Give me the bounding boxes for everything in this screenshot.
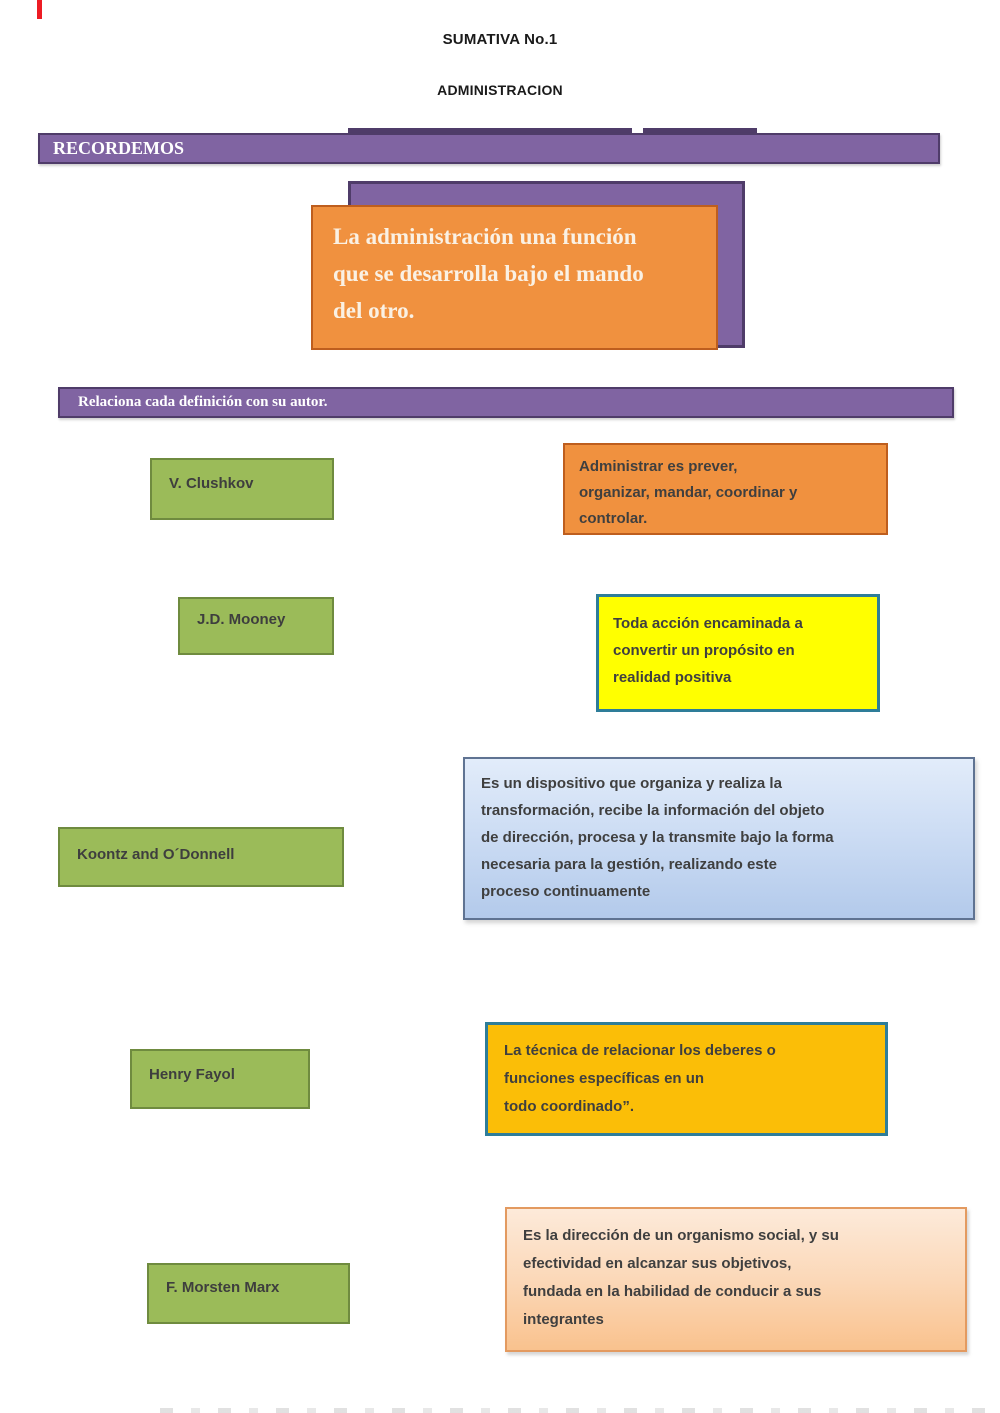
recordemos-banner: RECORDEMOS (38, 133, 940, 164)
page-title: SUMATIVA No.1 (442, 31, 558, 48)
author-label: F. Morsten Marx (166, 1279, 280, 1296)
instruction-banner: Relaciona cada definición con su autor. (58, 387, 954, 418)
instruction-label: Relaciona cada definición con su autor. (78, 394, 328, 410)
author-box-koontz-odonnell[interactable]: Koontz and O´Donnell (58, 827, 344, 887)
red-mark (37, 0, 42, 19)
author-label: Koontz and O´Donnell (77, 846, 235, 863)
quote-box: La administración una función que se des… (311, 205, 718, 350)
author-label: Henry Fayol (149, 1066, 235, 1083)
quote-text: La administración una función que se des… (333, 224, 644, 323)
author-box-henry-fayol[interactable]: Henry Fayol (130, 1049, 310, 1109)
recordemos-label: RECORDEMOS (53, 138, 185, 158)
author-label: V. Clushkov (169, 475, 254, 492)
definition-box-peach[interactable]: Es la dirección de un organismo social, … (505, 1207, 967, 1352)
page-subtitle: ADMINISTRACION (437, 82, 563, 98)
definition-box-orange[interactable]: Administrar es prever, organizar, mandar… (563, 443, 888, 535)
bottom-cutoff-text (160, 1408, 990, 1413)
banner-notch-left (348, 128, 632, 135)
author-label: J.D. Mooney (197, 611, 286, 628)
author-box-jd-mooney[interactable]: J.D. Mooney (178, 597, 334, 655)
definition-box-yellow[interactable]: Toda acción encaminada a convertir un pr… (596, 594, 880, 712)
author-box-f-morsten-marx[interactable]: F. Morsten Marx (147, 1263, 350, 1324)
banner-notch-right (643, 128, 757, 135)
author-box-v-clushkov[interactable]: V. Clushkov (150, 458, 334, 520)
definition-box-gold[interactable]: La técnica de relacionar los deberes o f… (485, 1022, 888, 1136)
definition-box-blue[interactable]: Es un dispositivo que organiza y realiza… (463, 757, 975, 920)
